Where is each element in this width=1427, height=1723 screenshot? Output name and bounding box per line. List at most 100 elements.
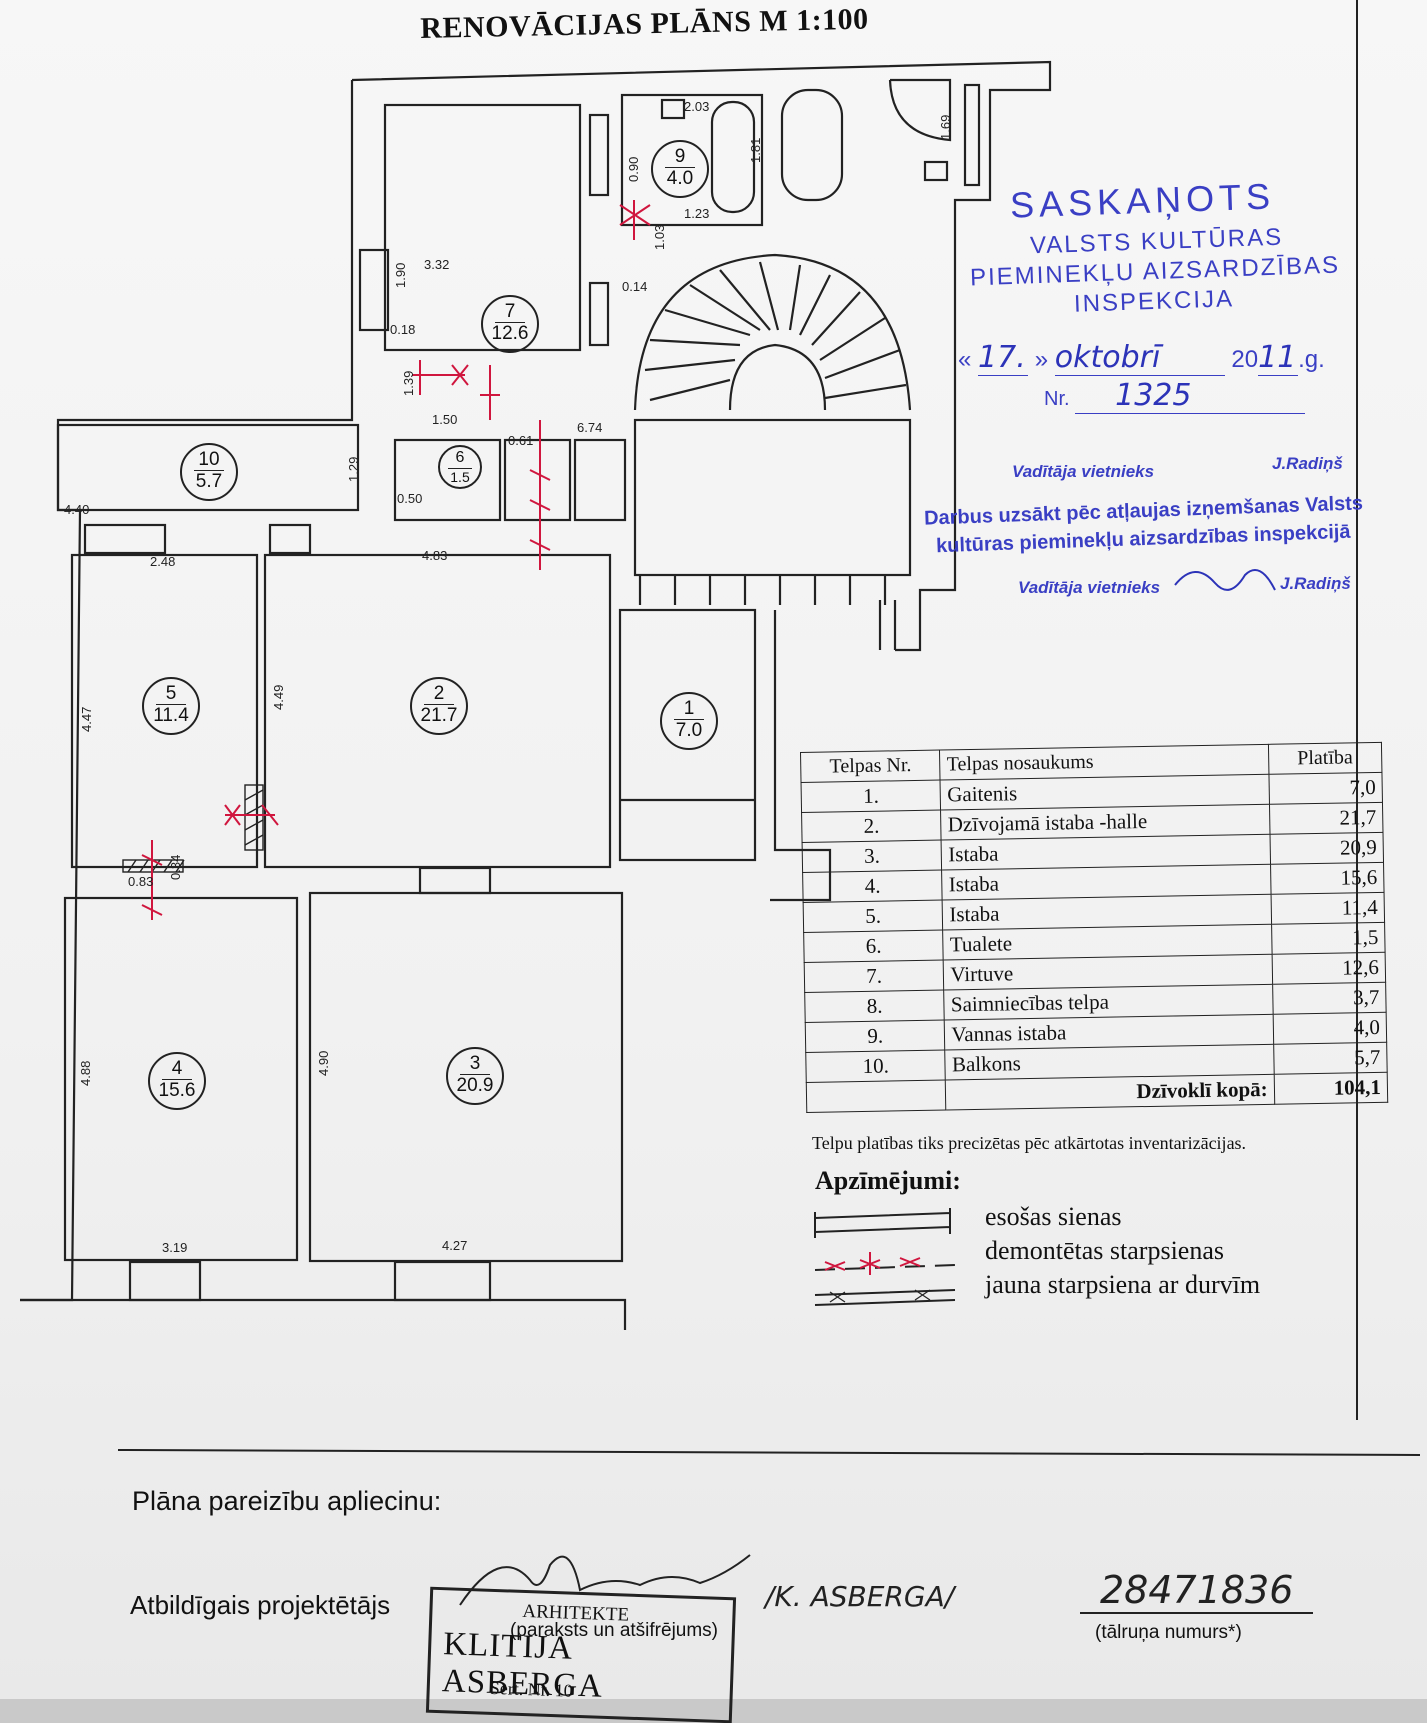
col-header: Platība	[1268, 742, 1382, 775]
stamp-name-2: J.Radiņš	[1280, 574, 1351, 593]
stamp-deputy-1: Vadītāja vietnieks	[1012, 462, 1155, 481]
cell-area: 1,5	[1271, 922, 1386, 955]
legend-item: jauna starpsiena ar durvīm	[985, 1270, 1261, 1299]
dimension-label: 0.61	[508, 433, 534, 448]
stamp-signature	[1174, 569, 1276, 591]
designer-name-handwritten: /K. ASBERGA/	[765, 1580, 955, 1613]
cell-nr: 2.	[801, 810, 942, 843]
stamp-date-open: «	[958, 346, 972, 373]
stamp-date-year-prefix: 20	[1231, 346, 1259, 373]
dimension-label: 2.48	[150, 554, 176, 569]
demolished-marks	[141, 200, 651, 920]
cell-nr: 5.	[803, 900, 944, 933]
dimension-label: 6.74	[577, 420, 603, 435]
architect-seal: ARHITEKTE KLITIJA ASBERGA Sert. Nr. 10	[425, 1586, 737, 1723]
cell-total-value: 104,1	[1273, 1072, 1388, 1105]
dimension-label: 4.40	[64, 502, 90, 517]
cell-area: 4,0	[1272, 1012, 1387, 1045]
stamp-date-month: oktobrī	[1054, 340, 1225, 376]
dimension-label: 2.03	[684, 99, 710, 114]
legend-item: esošas sienas	[985, 1202, 1122, 1231]
seal-cert: Sert. Nr. 10	[489, 1677, 574, 1701]
cell-area: 7,0	[1268, 772, 1383, 805]
cell-nr: 1.	[801, 780, 942, 813]
kitchen-outline	[383, 103, 582, 352]
stamp-number: Nr. 1325	[1044, 378, 1306, 414]
cell-nr: 7.	[804, 960, 945, 993]
dimension-label: 4.49	[271, 684, 286, 710]
legend-title: Apzīmējumi:	[815, 1166, 961, 1195]
phone-caption: (tālruņa numurs*)	[1095, 1622, 1242, 1643]
col-header: Telpas Nr.	[800, 750, 941, 783]
outer-wall-north	[351, 60, 1052, 652]
stamp-date-year: 11	[1258, 340, 1299, 376]
room5-outline	[70, 553, 259, 869]
dimension-label: 1.90	[393, 262, 408, 288]
dimension-label: 4.88	[78, 1060, 93, 1086]
cell-area: 12,6	[1271, 952, 1386, 985]
cell-area: 15,6	[1270, 862, 1385, 895]
dimension-label: 4.27	[442, 1238, 468, 1253]
cell-nr: 6.	[803, 930, 944, 963]
dimension-label: 3.32	[424, 257, 450, 272]
dimension-label: 0.83	[128, 874, 154, 889]
stamp-nr-value: 1325	[1075, 378, 1306, 414]
cell-nr: 3.	[802, 840, 943, 873]
balcony-outline	[56, 423, 360, 512]
dimension-label: 4.83	[422, 548, 448, 563]
phone-handwritten: 28471836	[1080, 1568, 1314, 1614]
seal-top: ARHITEKTE	[522, 1600, 630, 1626]
dimension-label: 0.50	[397, 491, 423, 506]
cell-area: 21,7	[1269, 802, 1383, 835]
stair	[633, 253, 912, 411]
certify-label: Plāna pareizību apliecinu:	[132, 1486, 442, 1516]
area-note: Telpu platības tiks precizētas pēc atkār…	[812, 1133, 1247, 1153]
dimension-label: 1.03	[652, 224, 667, 250]
stamp-date-day: 17.	[978, 340, 1029, 376]
stamp-name-1: J.Radiņš	[1272, 454, 1343, 473]
cell-area: 5,7	[1273, 1042, 1388, 1075]
cell-nr: 10.	[805, 1050, 946, 1083]
stamp-date-suffix: .g.	[1298, 346, 1325, 373]
cell-empty	[806, 1080, 947, 1113]
dimension-label: 1.81	[748, 137, 763, 163]
dimension-label: 1.39	[401, 370, 416, 396]
dimension-label: 4.90	[316, 1050, 331, 1076]
cell-area: 3,7	[1272, 982, 1387, 1015]
dimension-label: 4.47	[79, 706, 94, 732]
dimension-label: 0.90	[626, 156, 641, 182]
seal-name: KLITIJA ASBERGA	[441, 1626, 604, 1705]
designer-label: Atbildīgais projektētājs	[130, 1590, 391, 1620]
dimension-label: 3.19	[162, 1240, 188, 1255]
cell-total-label: Dzīvoklī kopā:	[945, 1074, 1275, 1111]
cell-area: 11,4	[1270, 892, 1385, 925]
outer-wall-south	[20, 1298, 627, 1330]
area-table: Telpas Nr. Telpas nosaukums Platība 1.Ga…	[800, 742, 1388, 1113]
legend-symbols	[814, 1208, 956, 1306]
stamp-date: « 17. » oktobrī 2011.g.	[958, 340, 1325, 376]
cell-nr: 9.	[805, 1020, 946, 1053]
bathroom-outline	[620, 93, 764, 227]
stamp-line: INSPEKCIJA	[1073, 285, 1235, 318]
signature-caption: (paraksts un atšifrējums)	[510, 1620, 719, 1641]
stamp-nr-label: Nr.	[1044, 388, 1070, 410]
room1-outline	[618, 608, 757, 862]
cell-nr: 8.	[804, 990, 945, 1023]
cell-nr: 4.	[802, 870, 943, 903]
room4-outline	[63, 896, 299, 1262]
dimension-label: 0.34	[168, 854, 183, 880]
dimension-label: 1.23	[684, 206, 710, 221]
dimension-label: 1.29	[346, 456, 361, 482]
cell-area: 20,9	[1269, 832, 1384, 865]
